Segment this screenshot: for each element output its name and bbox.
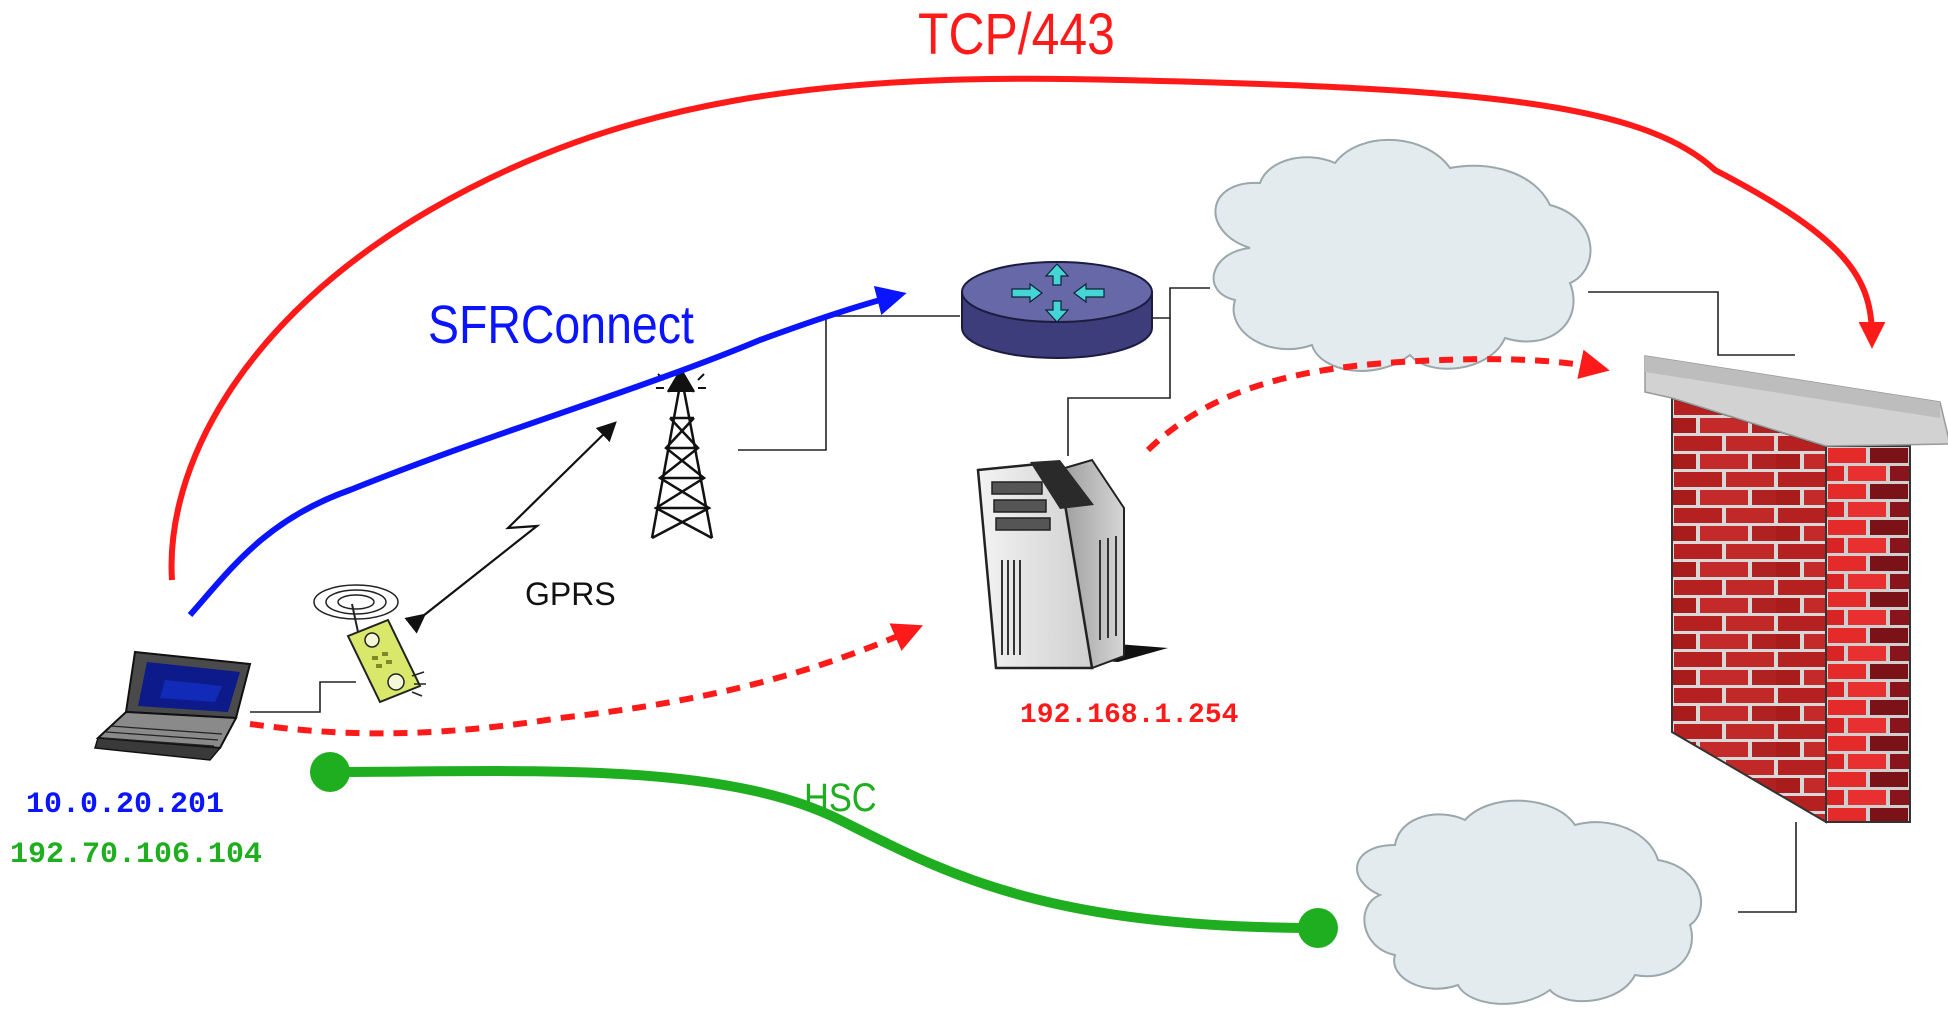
- sfrconnect-path: [187, 285, 907, 617]
- router-cloud-link: [1150, 287, 1210, 319]
- server-firewall-dotted-path: [1145, 349, 1610, 453]
- radio-tower-icon: [650, 367, 714, 540]
- tower-router-link: [738, 315, 960, 451]
- hsc-endpoint-dot: [310, 752, 350, 792]
- server-icon: [976, 458, 1168, 670]
- server-ip-label: 192.168.1.254: [1020, 700, 1239, 731]
- cloud-icon: [1212, 138, 1592, 372]
- router-icon: [961, 261, 1153, 359]
- laptop-icon: [94, 650, 252, 761]
- firewall-icon: [1644, 355, 1948, 824]
- laptop-ip-label: 192.70.106.104: [10, 838, 263, 872]
- laptop-phone-link: [250, 681, 356, 713]
- connector-lines: [250, 287, 1797, 913]
- gprs-label: GPRS: [525, 576, 616, 612]
- hsc-label: HSC: [804, 776, 877, 820]
- laptop-ip-label: 10.0.20.201: [26, 788, 225, 822]
- gprs-link: [404, 421, 617, 634]
- cloud-firewall-link: [1588, 291, 1795, 356]
- tcp443-label: TCP/443: [918, 2, 1115, 67]
- cloud-icon: [1356, 799, 1703, 1005]
- sfrconnect-label: SFRConnect: [428, 295, 694, 355]
- firewall-lower-cloud-link: [1738, 822, 1797, 913]
- tcp443-path: [168, 75, 1886, 581]
- server-cloud-link: [1067, 318, 1171, 456]
- mobile-phone-icon: [313, 584, 426, 704]
- hsc-link: [310, 752, 1338, 948]
- hsc-endpoint-dot: [1298, 908, 1338, 948]
- laptop-server-dotted-path: [249, 623, 924, 737]
